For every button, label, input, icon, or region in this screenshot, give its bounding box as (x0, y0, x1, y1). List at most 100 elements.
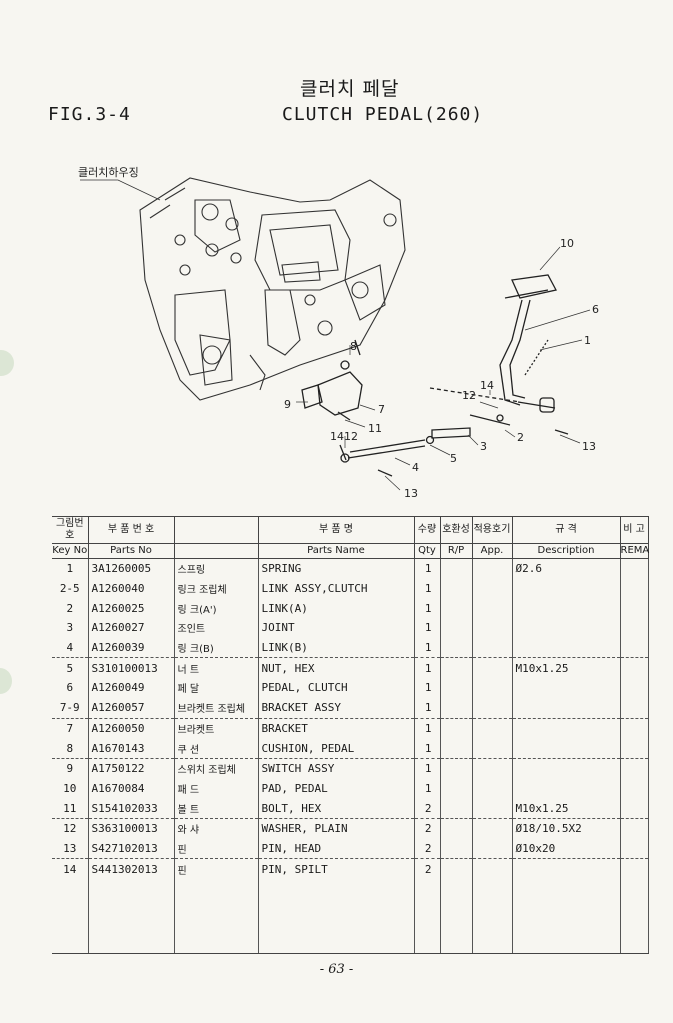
empty-cell (174, 879, 259, 954)
callout-4: 4 (412, 461, 419, 474)
row-name-en: PAD, PEDAL (258, 778, 415, 799)
row-part-no: A1670084 (88, 778, 175, 799)
header-desc-ko: 규 격 (512, 516, 621, 544)
row-desc: Ø10x20 (512, 838, 621, 860)
row-rema (620, 578, 649, 599)
row-part-no: S427102013 (88, 838, 175, 860)
row-name-ko: 링크 조립체 (174, 578, 259, 599)
empty-cell (512, 879, 621, 954)
row-qty: 1 (414, 598, 441, 619)
row-name-en: CUSHION, PEDAL (258, 738, 415, 759)
table-empty-row (52, 879, 649, 954)
row-qty: 1 (414, 758, 441, 779)
row-rp (440, 678, 473, 698)
callout-2: 2 (517, 431, 524, 444)
row-name-ko: 링 크(B) (174, 637, 259, 659)
page-title-korean: 클러치 페달 (300, 78, 400, 100)
row-key: 2 (52, 598, 89, 619)
row-name-ko: 패 드 (174, 778, 259, 799)
pedal-assembly (301, 274, 569, 477)
header-part-no-ko: 부 품 번 호 (88, 516, 175, 544)
row-desc (512, 598, 621, 619)
row-name-ko: 쿠 션 (174, 738, 259, 759)
row-name-ko: 스위치 조립체 (174, 758, 259, 779)
table-header-en: Key No Parts No Parts Name Qty R/P App. … (52, 543, 649, 559)
row-rp (440, 697, 473, 719)
empty-cell (414, 879, 441, 954)
row-name-en: BOLT, HEX (258, 798, 415, 819)
row-part-no: A1260040 (88, 578, 175, 599)
row-key: 8 (52, 738, 89, 759)
row-name-ko: 너 트 (174, 657, 259, 679)
row-app (472, 738, 513, 759)
header-app-en: App. (472, 543, 513, 559)
row-rema (620, 858, 649, 879)
empty-cell (440, 879, 473, 954)
empty-cell (472, 879, 513, 954)
row-rp (440, 657, 473, 679)
row-part-no: A1670143 (88, 738, 175, 759)
row-rp (440, 598, 473, 619)
row-key: 4 (52, 637, 89, 659)
row-rema (620, 778, 649, 799)
header-rp-en: R/P (440, 543, 473, 559)
callout-6: 6 (592, 303, 599, 316)
row-key: 14 (52, 858, 89, 879)
callout-11: 11 (368, 422, 382, 435)
paper-stain (0, 668, 12, 694)
row-part-no: A1750122 (88, 758, 175, 779)
row-qty: 2 (414, 798, 441, 819)
header-name-ko: 부 품 명 (258, 516, 415, 544)
parts-table-wrapper: 그림번호 부 품 번 호 부 품 명 수량 호환성 적용호기 규 격 비 고 K… (52, 516, 649, 954)
row-app (472, 697, 513, 719)
header-desc-en: Description (512, 543, 621, 559)
row-name-ko: 브라켓트 (174, 718, 259, 739)
row-desc (512, 678, 621, 698)
callout-9: 9 (284, 398, 291, 411)
row-qty: 2 (414, 838, 441, 860)
header-key-ko: 그림번호 (52, 516, 89, 544)
row-rp (440, 838, 473, 860)
row-app (472, 578, 513, 599)
row-rp (440, 578, 473, 599)
callout-10: 10 (560, 237, 574, 250)
row-name-en: SWITCH ASSY (258, 758, 415, 779)
row-app (472, 637, 513, 659)
row-name-en: BRACKET (258, 718, 415, 739)
row-app (472, 598, 513, 619)
row-desc: M10x1.25 (512, 798, 621, 819)
row-key: 13 (52, 838, 89, 860)
row-part-no: A1260049 (88, 678, 175, 698)
table-header-ko: 그림번호 부 품 번 호 부 품 명 수량 호환성 적용호기 규 격 비 고 (52, 516, 649, 544)
row-qty: 1 (414, 697, 441, 719)
row-rp (440, 718, 473, 739)
header-name-en: Parts Name (258, 543, 415, 559)
header-rema-ko: 비 고 (620, 516, 649, 544)
header-rema-en: REMA (620, 543, 649, 559)
callout-8: 8 (350, 340, 357, 353)
row-qty: 1 (414, 578, 441, 599)
page-title-english: CLUTCH PEDAL(260) (282, 104, 484, 125)
figure-number: FIG.3-4 (48, 104, 131, 125)
row-qty: 1 (414, 738, 441, 759)
row-key: 2-5 (52, 578, 89, 599)
row-name-en: WASHER, PLAIN (258, 818, 415, 839)
callout-5: 5 (450, 452, 457, 465)
header-qty-en: Qty (414, 543, 441, 559)
row-rema (620, 697, 649, 719)
row-key: 9 (52, 758, 89, 779)
row-name-en: NUT, HEX (258, 657, 415, 679)
row-key: 12 (52, 818, 89, 839)
row-key: 10 (52, 778, 89, 799)
row-key: 3 (52, 618, 89, 638)
row-qty: 1 (414, 558, 441, 579)
row-key: 11 (52, 798, 89, 819)
row-key: 7 (52, 718, 89, 739)
